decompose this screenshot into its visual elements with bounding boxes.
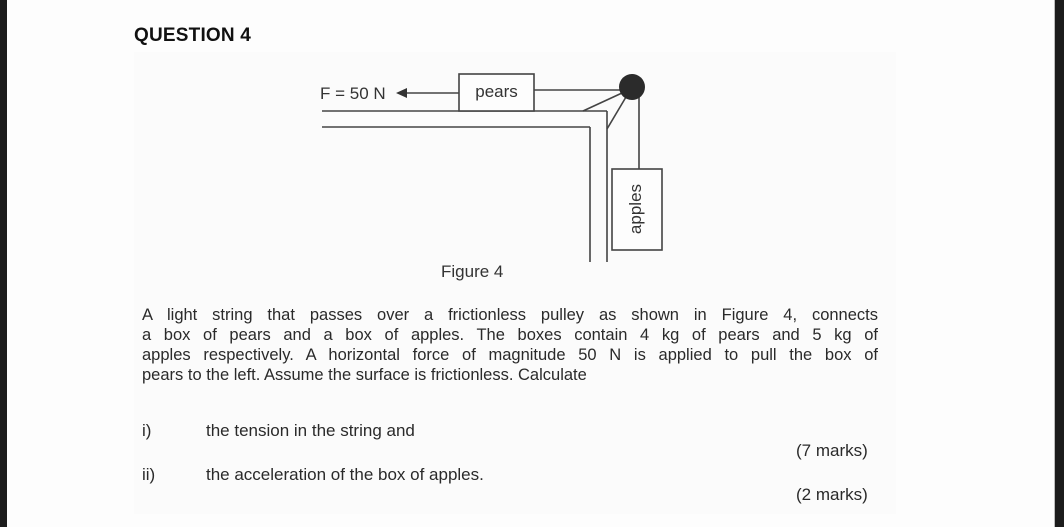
pulley-icon [619, 74, 645, 100]
part-number: i) [142, 421, 152, 440]
window-edge-divider [1054, 0, 1055, 527]
pulley-support-upper [582, 92, 623, 112]
body-line: apples respectively. A horizontal force … [142, 346, 878, 364]
part-number: ii) [142, 465, 156, 484]
pulley-figure [322, 73, 663, 262]
pulley-support-lower [606, 96, 627, 130]
body-line: A light string that passes over a fricti… [142, 306, 878, 324]
apples-box-label: apples [626, 183, 645, 235]
part-text: the acceleration of the box of apples. [206, 465, 484, 484]
part-text: the tension in the string and [206, 421, 415, 440]
part-marks: (7 marks) [796, 441, 868, 460]
apples-box [611, 168, 663, 251]
figure-caption: Figure 4 [441, 262, 504, 281]
arrow-left-icon [396, 88, 407, 98]
force-label: F = 50 N [320, 84, 386, 103]
question-title: QUESTION 4 [134, 25, 252, 46]
window-edge-left [0, 0, 7, 527]
question-body: A light string that passes over a fricti… [142, 305, 878, 385]
document-page [134, 52, 896, 514]
part-marks: (2 marks) [796, 485, 868, 504]
body-line: a box of pears and a box of apples. The … [142, 326, 878, 344]
body-line: pears to the left. Assume the surface is… [142, 366, 587, 384]
window-edge-right [1055, 0, 1064, 527]
pears-box [458, 73, 535, 112]
pears-box-label: pears [475, 82, 518, 101]
